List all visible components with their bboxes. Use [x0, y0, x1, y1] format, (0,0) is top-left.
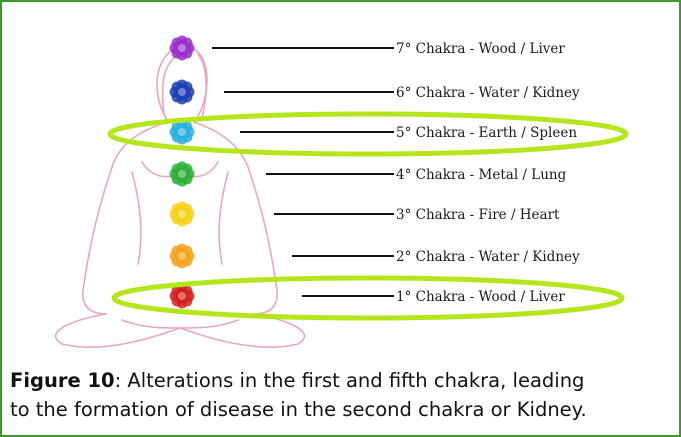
chakra-labels: 7° Chakra - Wood / Liver 6° Chakra - Wate… — [396, 41, 580, 305]
chakra-2-label: 2° Chakra - Water / Kidney — [396, 249, 580, 265]
figure-caption: Figure 10: Alterations in the first and … — [10, 366, 678, 424]
leader-lines — [212, 48, 394, 296]
chakra-icons — [170, 36, 195, 309]
legs-outline — [56, 314, 305, 347]
right-arm-outline — [248, 167, 277, 314]
chakra-3-icon — [170, 202, 195, 227]
caption-text-line2: to the formation of disease in the secon… — [10, 398, 587, 421]
chakra-4-label: 4° Chakra - Metal / Lung — [396, 167, 567, 183]
left-arm-outline — [83, 167, 112, 314]
chakra-6-label: 6° Chakra - Water / Kidney — [396, 85, 580, 101]
chakra-diagram: 7° Chakra - Wood / Liver 6° Chakra - Wate… — [2, 2, 681, 362]
chakra-5-label: 5° Chakra - Earth / Spleen — [396, 125, 577, 141]
caption-text-line1: : Alterations in the first and fifth cha… — [115, 369, 585, 392]
chakra-4-icon — [170, 162, 195, 187]
feet-outline — [122, 320, 238, 328]
chakra-3-label: 3° Chakra - Fire / Heart — [396, 207, 560, 223]
figure-label: Figure 10 — [10, 369, 115, 392]
chakra-1-label: 1° Chakra - Wood / Liver — [396, 289, 565, 305]
chakra-6-icon — [170, 80, 195, 105]
chakra-2-icon — [170, 244, 195, 269]
chakra-7-label: 7° Chakra - Wood / Liver — [396, 41, 565, 57]
chakra-7-icon — [170, 36, 195, 61]
